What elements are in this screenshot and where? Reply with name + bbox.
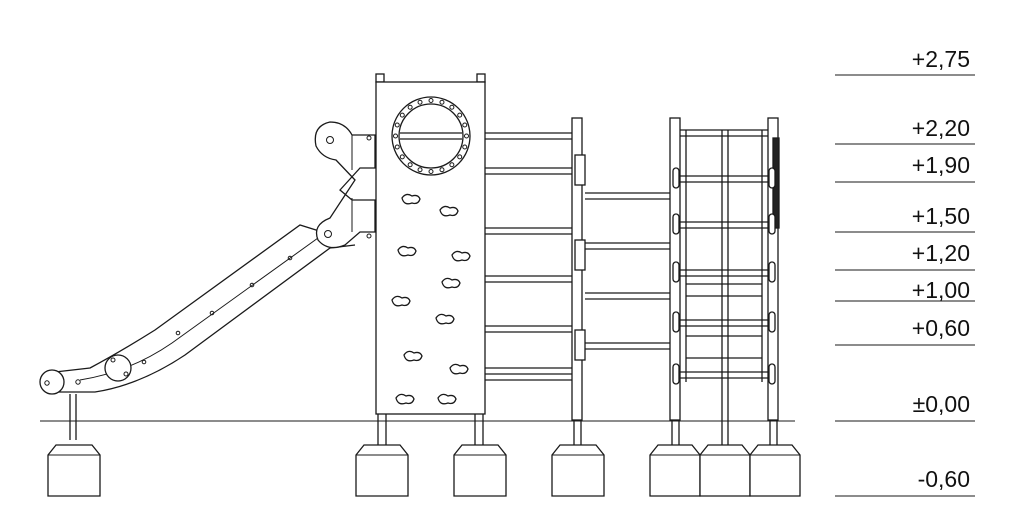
foundation-block bbox=[47, 444, 101, 497]
level-marker: +1,90 bbox=[835, 152, 975, 183]
level-label: +0,60 bbox=[912, 315, 970, 341]
slide bbox=[39, 121, 376, 440]
level-marker: +1,00 bbox=[835, 277, 975, 303]
level-label: +1,90 bbox=[912, 152, 970, 178]
horizontal-ladder-1 bbox=[485, 117, 586, 445]
level-marker: +1,50 bbox=[835, 203, 975, 233]
foundation-block bbox=[749, 444, 801, 497]
level-markers: +2,75 +2,20 +1,90 +1,50 +1,20 +1,00 +0,6… bbox=[835, 46, 975, 497]
porthole-bolts bbox=[393, 98, 469, 174]
level-marker: ±0,00 bbox=[835, 391, 975, 422]
foundation-block bbox=[453, 444, 507, 497]
climbing-net-frame bbox=[669, 117, 780, 445]
level-marker: +2,75 bbox=[835, 46, 975, 76]
level-label: +1,20 bbox=[912, 240, 970, 266]
level-label: +2,75 bbox=[912, 46, 970, 72]
climbing-wall-tower bbox=[375, 73, 486, 445]
level-marker: -0,60 bbox=[835, 466, 975, 497]
foundation-block bbox=[649, 444, 701, 497]
foundation-block bbox=[355, 444, 409, 497]
foundation-block bbox=[551, 444, 605, 497]
foundation-block bbox=[699, 444, 751, 497]
level-label: +1,50 bbox=[912, 203, 970, 229]
level-label: +2,20 bbox=[912, 115, 970, 141]
level-label: ±0,00 bbox=[913, 391, 970, 417]
level-marker: +0,60 bbox=[835, 315, 975, 346]
horizontal-ladder-2 bbox=[585, 192, 670, 350]
level-marker: +2,20 bbox=[835, 115, 975, 145]
level-marker: +1,20 bbox=[835, 240, 975, 271]
level-label: -0,60 bbox=[918, 466, 970, 492]
level-label: +1,00 bbox=[912, 277, 970, 303]
foundations bbox=[47, 444, 801, 497]
